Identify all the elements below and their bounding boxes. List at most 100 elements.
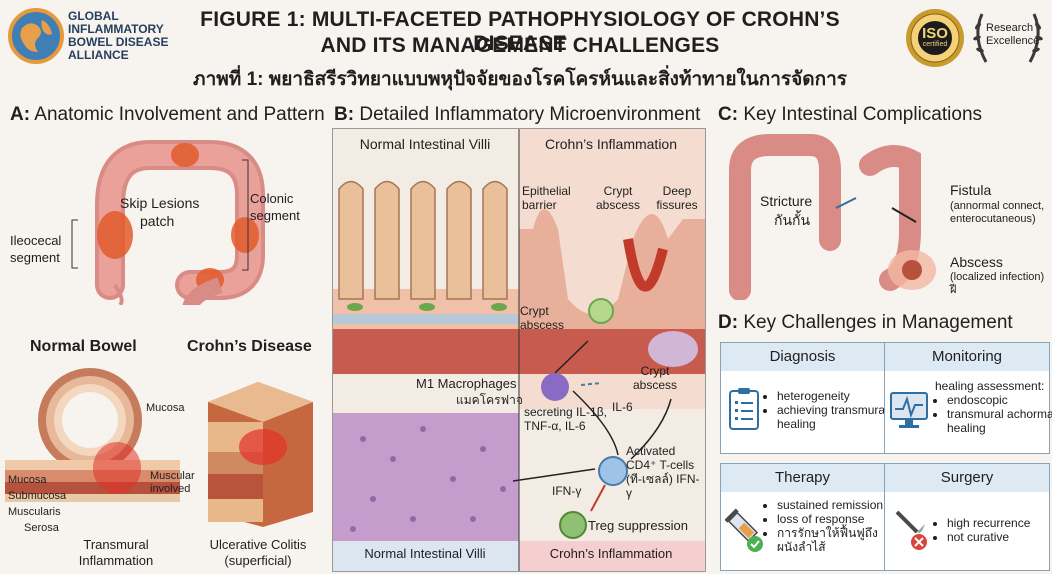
uc-block-illustration: [208, 382, 313, 527]
panel-d-prefix: D:: [718, 312, 739, 333]
iso-sub-label: certified: [922, 41, 948, 48]
figure-title-thai: ภาพที่ 1: พยาธิสรีรวิทยาแบบพหุปัจจัยของโ…: [193, 69, 847, 90]
alliance-logo: [8, 8, 64, 64]
patch-label: patch: [140, 213, 175, 229]
panel-a-title: A: Anatomic Involvement and Pattern: [10, 104, 330, 126]
panel-b-foot-left: Normal Intestinal Villi: [364, 546, 486, 561]
il6-label: IL-6: [612, 400, 633, 414]
crohns-disease-heading: Crohn’s Disease: [187, 338, 312, 355]
skip-lesions-label: Skip Lesions: [120, 195, 200, 211]
therapy-item: การรักษาให้ฟื้นฟูถึงผนังลำไส้: [777, 526, 893, 554]
panel-c-title-text: Key Intestinal Complications: [743, 104, 983, 125]
transmural-inflammation-mark: [93, 442, 141, 494]
surgery-item: not curative: [947, 530, 1052, 544]
crypt-abscess-top-label: Crypt abscess: [595, 184, 641, 212]
stricture-arrow-icon: [835, 197, 857, 209]
therapy-list: sustained remission loss of response การ…: [765, 498, 893, 554]
panel-d-title: D: Key Challenges in Management: [718, 312, 1048, 334]
figure-title-line1: FIGURE 1: MULTI-FACETED PATHOPHYSIOLOGY …: [200, 8, 840, 55]
t-cell: [598, 456, 628, 486]
mucosa-top-label: Mucosa: [146, 402, 185, 414]
monitoring-intro: healing assessment:: [935, 379, 1045, 393]
stricture-thai-label: กันกั้น: [774, 212, 811, 228]
m1-macrophages-label: M1 Macrophages: [416, 376, 517, 391]
iso-seal-icon: [906, 9, 964, 67]
panel-b-col-left: Normal Intestinal Villi: [359, 136, 491, 152]
crypt-abscess-mid-label: Crypt abscess: [520, 304, 565, 332]
diagnosis-list: heterogeneity achieving transmural heali…: [765, 389, 893, 431]
panel-c-prefix: C:: [718, 104, 739, 125]
research-label: Research Excellence: [986, 22, 1040, 47]
monitoring-list: endoscopic transmural achormai healing: [935, 393, 1052, 435]
abscess-sub-label: (localized infection): [950, 271, 1045, 283]
ileocecal-lesion: [97, 211, 133, 259]
therapy-item: sustained remission: [777, 498, 893, 512]
therapy-head: Therapy: [720, 463, 885, 493]
deep-fissures-label: Deep fissures: [656, 184, 698, 212]
m1-macrophage-cell: [541, 373, 569, 401]
treg-label: Treg suppression: [588, 518, 688, 533]
ifn-label: IFN-γ: [552, 484, 582, 498]
surgery-item: high recurrence: [947, 516, 1052, 530]
laurel-icon: [973, 13, 1043, 63]
panel-b-title-text: Detailed Inflammatory Microenvironment: [359, 104, 701, 125]
monitoring-box: healing assessment: endoscopic transmura…: [884, 371, 1052, 454]
diagnosis-item: heterogeneity: [777, 389, 893, 403]
layer-submucosa-label: Submucosa: [8, 490, 67, 502]
crypt-abscess-right-label: Crypt abscess: [632, 364, 678, 392]
iso-label: ISO: [922, 25, 948, 42]
uc-label: Ulcerative Colitis (superficial): [209, 537, 307, 568]
fistula-sub-label: (annormal connect, enterocutaneous): [950, 200, 1045, 225]
colonic-segment-label: Colonic segment: [250, 191, 300, 223]
normal-bowel-heading: Normal Bowel: [30, 338, 137, 355]
panel-b-prefix: B:: [334, 104, 355, 125]
ileocecal-segment-label: Ileocecal segment: [10, 233, 62, 265]
monitoring-item: endoscopic: [947, 393, 1052, 407]
monitoring-head: Monitoring: [884, 342, 1050, 372]
panel-c-title: C: Key Intestinal Complications: [718, 104, 1048, 126]
therapy-box: sustained remission loss of response การ…: [720, 492, 885, 571]
treg-cell: [559, 511, 587, 539]
layer-mucosa-label: Mucosa: [8, 474, 47, 486]
m1-thai-label: แมคโครฟาจ: [456, 393, 523, 407]
panel-d-title-text: Key Challenges in Management: [743, 312, 1013, 333]
alliance-logo-text: GLOBAL INFLAMMATORY BOWEL DISEASE ALLIAN…: [68, 9, 169, 62]
panel-a-title-text: Anatomic Involvement and Pattern: [34, 104, 325, 125]
muscular-involved-label: Muscular involved: [150, 470, 195, 495]
complications-illustration: [729, 134, 936, 300]
panel-b-frame: [332, 128, 706, 572]
diagnosis-box: heterogeneity achieving transmural heali…: [720, 371, 888, 454]
diagnosis-item: achieving transmural healing: [777, 403, 893, 431]
stricture-label: Stricture: [760, 193, 813, 209]
panel-b-col-right: Crohn’s Inflammation: [544, 136, 678, 152]
surgery-head: Surgery: [884, 463, 1050, 493]
transmural-label: Transmural Inflammation: [78, 537, 154, 568]
secreting-label: secreting IL-1β, TNF-α, IL-6: [524, 405, 607, 433]
epithelial-barrier-label: Epithelial barrier: [522, 184, 571, 212]
fistula-label: Fistula: [950, 182, 992, 198]
monitoring-item: transmural achormai healing: [947, 407, 1052, 435]
bowel-cross-section: [5, 368, 180, 502]
microenvironment-illustration: [333, 129, 705, 571]
scalpel-icon: [895, 510, 927, 550]
panel-b-title: B: Detailed Inflammatory Microenvironmen…: [334, 104, 714, 126]
activated-tcells-label: Activated CD4⁺ T-cells (ที-เซลล์) IFN-γ: [626, 444, 700, 500]
syringe-icon: [725, 508, 763, 552]
therapy-item: loss of response: [777, 512, 893, 526]
figure-title-line2: AND ITS MANAGEMENT CHALLENGES: [320, 34, 720, 57]
surgery-list: high recurrence not curative: [935, 516, 1052, 544]
panel-a-prefix: A:: [10, 104, 31, 125]
surgery-box: high recurrence not curative: [884, 492, 1050, 571]
layer-serosa-label: Serosa: [24, 522, 59, 534]
panel-b-foot-right: Crohn’s Inflammation: [549, 546, 673, 561]
research-laurel: Research Excellence: [970, 6, 1046, 68]
globe-icon: [8, 8, 64, 64]
bracket-marks: [71, 159, 249, 271]
transverse-lesion: [171, 143, 199, 167]
abscess-label: Abscess: [950, 254, 1003, 270]
layer-muscularis-label: Muscularis: [8, 506, 61, 518]
abscess-thai-label: ฝี: [950, 284, 957, 296]
diagnosis-head: Diagnosis: [720, 342, 885, 372]
descending-lesion: [231, 217, 259, 253]
colon-illustration: [95, 140, 265, 305]
